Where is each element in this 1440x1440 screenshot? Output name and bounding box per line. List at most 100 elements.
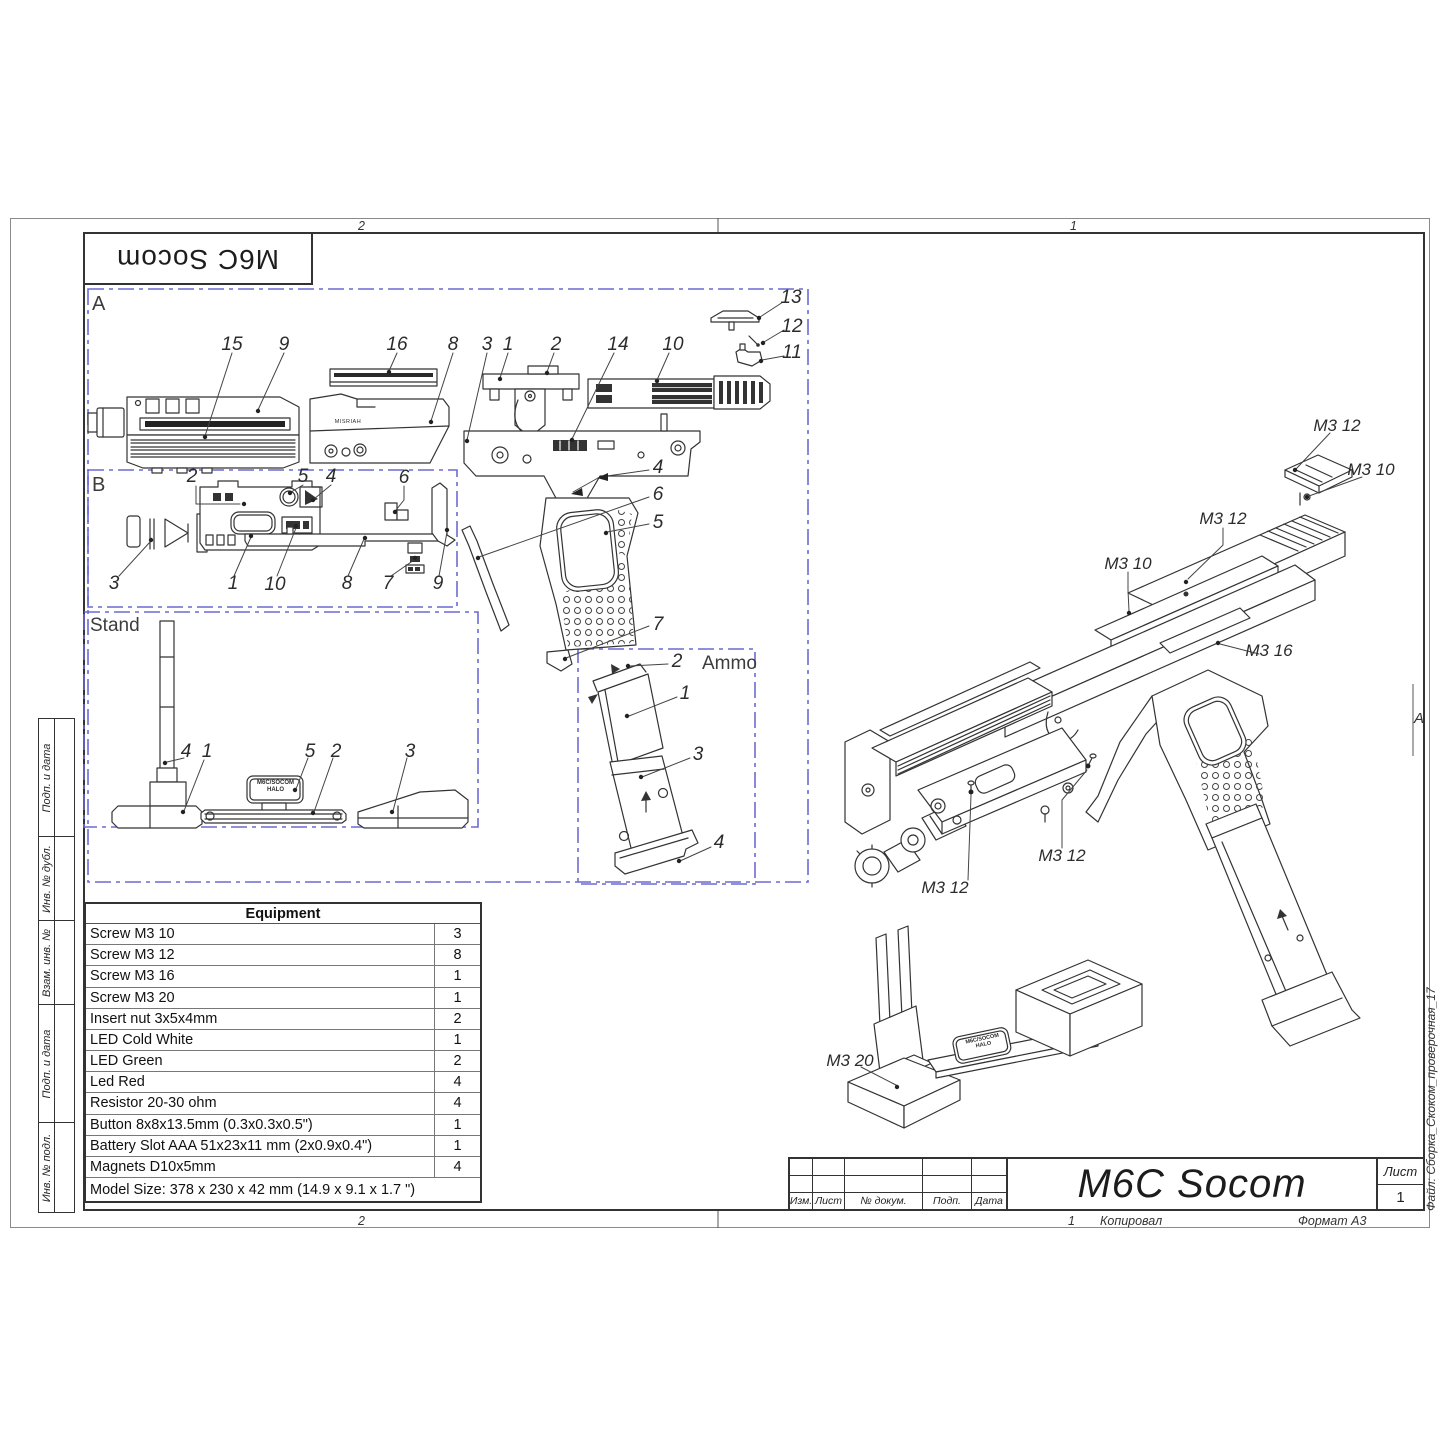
exploded-view-a xyxy=(87,310,771,672)
frame-ammo-rect xyxy=(577,648,756,885)
equipment-row: Screw M3 20 1 xyxy=(86,987,480,1009)
equipment-item-name: Screw M3 20 xyxy=(86,987,435,1008)
frame-a-rect xyxy=(87,288,809,883)
equipment-row: LED Green 2 xyxy=(86,1051,480,1073)
sheet-number: 1 xyxy=(1396,1188,1405,1206)
equipment-item-qty: 8 xyxy=(453,947,462,964)
equipment-item-name: Magnets D10x5mm xyxy=(86,1156,435,1178)
detail-frames xyxy=(83,288,809,885)
equipment-item-name: Battery Slot AAA 51x23x11 mm (2x0.9x0.4"… xyxy=(86,1135,435,1156)
equipment-row: Resistor 20-30 ohm 4 xyxy=(86,1093,480,1115)
asm-stand xyxy=(847,925,1143,1129)
equipment-row: Battery Slot AAA 51x23x11 mm (2x0.9x0.4"… xyxy=(86,1135,480,1157)
equipment-item-name: Resistor 20-30 ohm xyxy=(86,1093,435,1114)
equipment-item-qty: 1 xyxy=(453,1031,462,1048)
sheet-label: Лист xyxy=(1378,1159,1423,1185)
frame-a-label: A xyxy=(92,293,106,315)
rev-col-data: Дата xyxy=(975,1195,1003,1207)
zone-letter: A xyxy=(1414,710,1425,727)
part-rear-slide xyxy=(126,396,300,474)
part-muzzle-fins xyxy=(713,375,771,410)
part-barrel-housing xyxy=(587,378,715,409)
equipment-item-qty: 1 xyxy=(453,968,462,985)
equipment-row: Screw M3 16 1 xyxy=(86,966,480,988)
equipment-row: Screw M3 12 8 xyxy=(86,945,480,967)
drawing-frame xyxy=(83,232,1425,1211)
equipment-item-qty: 1 xyxy=(453,1116,462,1133)
margin-stamp-cell: Подп. и дата xyxy=(39,1005,74,1123)
equipment-item-name: Led Red xyxy=(86,1072,435,1093)
stand-plaque-text: M6C/SOCOM HALO xyxy=(256,780,294,793)
equipment-item-qty: 2 xyxy=(453,1053,462,1070)
fold-ticks xyxy=(717,218,1414,1228)
margin-stamp-cell: Подп. и дата xyxy=(39,719,74,837)
stand-rail xyxy=(200,809,347,824)
asm-magazine xyxy=(1205,803,1361,1047)
format-label: Формат А3 xyxy=(1298,1214,1367,1228)
part-grip xyxy=(539,497,639,651)
rev-col-docnum: № докум. xyxy=(845,1193,923,1209)
title-block: Изм. Лист № докум. Подп. Дата M6C Socom … xyxy=(788,1157,1425,1211)
equipment-item-qty: 4 xyxy=(453,1158,462,1175)
stand-view xyxy=(111,620,469,829)
part-trigger-unit xyxy=(482,365,580,438)
equipment-row: Button 8x8x13.5mm (0.3x0.3x0.5") 1 xyxy=(86,1114,480,1136)
mag-baseplate xyxy=(614,829,699,875)
asm-muzzle-parts xyxy=(854,793,967,888)
margin-stamp-cell: Взам. инв. № xyxy=(39,921,74,1005)
equipment-item-name: Button 8x8x13.5mm (0.3x0.3x0.5") xyxy=(86,1114,435,1135)
equipment-table-title: Equipment xyxy=(86,904,480,924)
equipment-item-name: Screw M3 16 xyxy=(86,966,435,987)
margin-stamp-cell: Инв. № дубл. xyxy=(39,837,74,921)
equipment-row: Screw M3 10 3 xyxy=(86,924,480,946)
part-mid-slide xyxy=(309,393,450,464)
equipment-item-qty: 1 xyxy=(453,989,462,1006)
fold-mark-top-right: 1 xyxy=(1070,219,1077,233)
misriah-engraving: MISRIAH xyxy=(334,419,362,425)
part-b-bracket-6 xyxy=(384,502,409,521)
asm-rear-block xyxy=(844,661,1053,835)
equipment-item-name: Screw M3 12 xyxy=(86,945,435,966)
part-screw-12 xyxy=(748,335,760,347)
asm-grip xyxy=(1085,669,1271,851)
copied-by-label: Копировал xyxy=(1100,1214,1163,1228)
rev-col-list: Лист xyxy=(813,1193,845,1209)
equipment-item-name: Screw M3 10 xyxy=(86,924,435,945)
equipment-item-qty: 3 xyxy=(453,926,462,943)
part-grip-heel xyxy=(546,649,573,672)
fold-mark-bottom-right: 1 xyxy=(1068,1214,1075,1228)
rev-col-izm: Изм. xyxy=(790,1193,813,1209)
equipment-item-qty: 4 xyxy=(453,1074,462,1091)
equipment-item-name: LED Green xyxy=(86,1051,435,1072)
part-spring-rod xyxy=(461,525,510,632)
mag-shell-upper xyxy=(588,663,664,767)
fold-mark-bottom-left: 2 xyxy=(358,1214,365,1228)
stand-base-right xyxy=(357,789,469,829)
part-catch-11 xyxy=(735,343,763,367)
frame-b-rect xyxy=(87,469,458,608)
equipment-row: Magnets D10x5mm 4 xyxy=(86,1156,480,1179)
frame-b-label: B xyxy=(92,474,106,496)
leader-lines xyxy=(118,301,1363,1090)
ammo-view xyxy=(588,663,699,875)
asm-receiver xyxy=(984,564,1316,742)
frame-stand-rect xyxy=(83,611,479,828)
model-size-row: Model Size: 378 x 230 x 42 mm (14.9 x 9.… xyxy=(90,1181,416,1198)
assembly-view xyxy=(844,454,1361,1129)
stand-base-left xyxy=(111,805,203,829)
asm-tray xyxy=(917,727,1097,835)
margin-stamp-cell: Инв. № подл. xyxy=(39,1123,74,1212)
flipped-title-box: M6C Socom xyxy=(83,232,313,285)
part-receiver xyxy=(463,413,701,501)
equipment-item-name: Insert nut 3x5x4mm xyxy=(86,1008,435,1029)
stand-post xyxy=(149,620,187,807)
equipment-item-qty: 4 xyxy=(453,1095,462,1112)
flipped-title: M6C Socom xyxy=(116,243,280,275)
